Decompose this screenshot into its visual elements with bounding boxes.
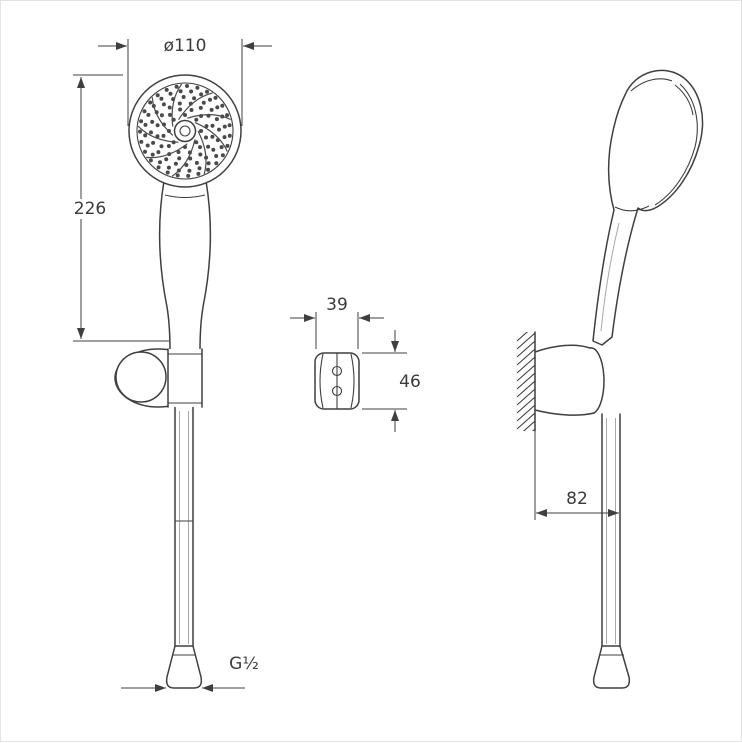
thread-label: G½ — [229, 654, 259, 674]
wall — [516, 331, 536, 432]
dim-bracket-width: 39 — [290, 295, 384, 349]
bracket-screw-hole — [331, 365, 343, 377]
wall-bracket-front — [114, 348, 203, 408]
handle-joint-line-side — [614, 205, 650, 212]
dim-wall-to-hose: 82 — [534, 431, 619, 520]
hose-front — [174, 406, 194, 647]
hose-fitting-front — [165, 645, 203, 689]
spray-hub-outer — [173, 119, 197, 143]
hose-side — [601, 413, 621, 647]
dim-bracket-height: 46 — [362, 330, 421, 432]
shower-handle — [158, 180, 212, 352]
wall-to-hose-label: 82 — [566, 489, 588, 509]
spray-hub-inner — [179, 125, 191, 137]
side-view: 82 — [516, 69, 704, 689]
spray-nozzle-dots — [138, 84, 232, 178]
dim-thread: G½ — [121, 654, 259, 692]
bracket-knob — [115, 351, 167, 403]
wall-hatch — [516, 332, 535, 431]
bracket-section-view: 39 46 — [290, 295, 421, 432]
bracket-screw-hole — [331, 385, 343, 397]
front-view — [114, 74, 242, 689]
head-diameter-label: ø110 — [164, 36, 207, 56]
spray-face-edge-side — [654, 83, 698, 206]
hose-fitting-side — [592, 645, 631, 689]
handle-joint-line — [164, 194, 206, 199]
shower-head-face-edge — [136, 82, 234, 180]
dim-head-diameter: ø110 — [98, 36, 272, 126]
dim-length: 226 — [73, 74, 169, 342]
bracket-width-label: 39 — [326, 295, 348, 315]
wall-bracket-side — [534, 344, 605, 416]
shower-head-side — [592, 69, 704, 346]
length-label: 226 — [74, 199, 106, 219]
bracket-height-label: 46 — [399, 372, 421, 392]
